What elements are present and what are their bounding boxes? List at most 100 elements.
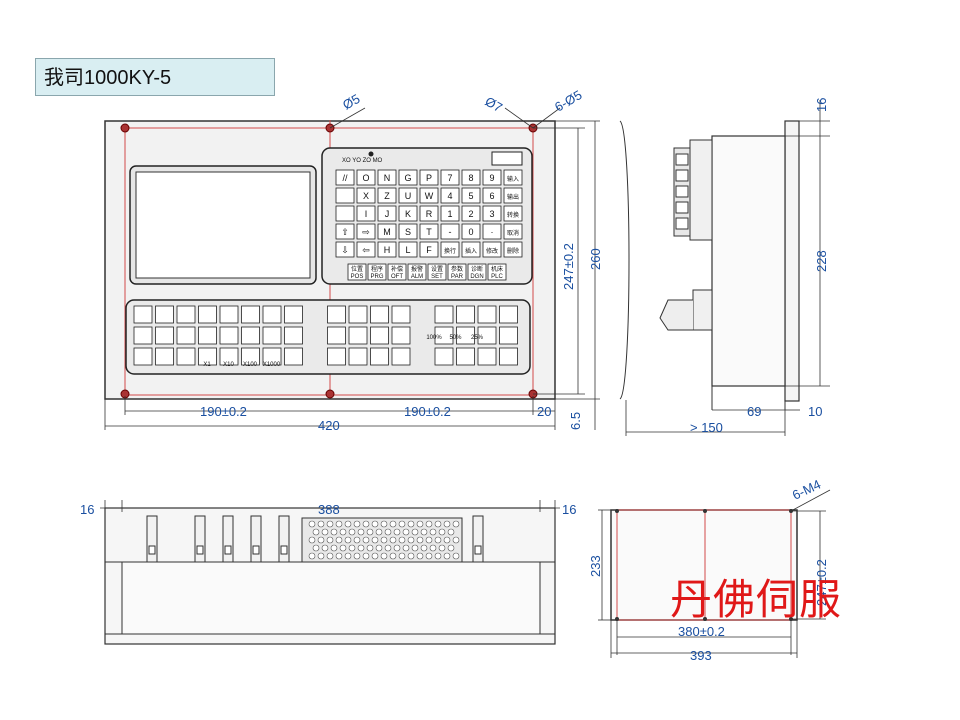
operation-key (241, 326, 260, 345)
cutout-dimensions (598, 489, 831, 658)
keypad-key-label: W (425, 191, 434, 201)
operation-key (198, 326, 217, 345)
keypad-key-label: Z (384, 191, 390, 201)
operation-key (348, 305, 368, 324)
operation-key (176, 326, 196, 345)
keypad-key (440, 187, 460, 204)
vent-hole (429, 544, 437, 552)
top-connector-latch (196, 545, 204, 555)
lcd-screen (135, 171, 311, 279)
vent-hole (416, 536, 424, 544)
top-connector-latch (280, 545, 288, 555)
vent-hole (389, 520, 397, 528)
keypad-key (356, 169, 376, 186)
vent-hole (447, 528, 455, 536)
operation-key (456, 347, 475, 366)
keypad-key (482, 187, 502, 204)
dim-cutout-380: 380±0.2 (678, 624, 725, 639)
vent-hole (344, 520, 352, 528)
keypad-key-label: 插入 (465, 247, 477, 255)
holes-6-dia-5: 6-Ø5 (552, 87, 585, 114)
vent-hole (362, 536, 370, 544)
vent-hole (326, 536, 334, 544)
vent-hole (308, 520, 316, 528)
rate-label: 50% (449, 335, 462, 341)
keypad-key (503, 187, 523, 204)
keypad-key (398, 241, 418, 258)
operation-key (176, 347, 196, 366)
dim-side-150: > 150 (690, 420, 723, 435)
keypad-key-label: J (385, 209, 390, 219)
vent-hole (389, 536, 397, 544)
vent-hole (362, 552, 370, 560)
keypad-key (356, 223, 376, 240)
model-title: 我司1000KY-5 (35, 58, 275, 96)
keypad-key (356, 241, 376, 258)
vent-hole (321, 544, 329, 552)
function-key-sublabel: PAR (451, 274, 464, 280)
vent-hole (452, 536, 460, 544)
vent-hole (371, 520, 379, 528)
keypad-key-label: O (362, 173, 369, 183)
vent-hole (393, 544, 401, 552)
vent-hole (330, 528, 338, 536)
vent-hole (398, 552, 406, 560)
keypad-key-label: 0 (468, 227, 473, 237)
keypad-key-label: 删除 (507, 247, 519, 255)
keypad-key (335, 169, 355, 186)
keypad-key (377, 187, 397, 204)
top-connector (194, 515, 206, 563)
operation-key (456, 305, 475, 324)
vent-hole (402, 528, 410, 536)
keypad-key (482, 205, 502, 222)
operation-key (348, 326, 368, 345)
keypad-key (377, 241, 397, 258)
vent-hole (339, 544, 347, 552)
keypad-key-label: 修改 (486, 247, 498, 255)
keypad-key-label: K (405, 209, 411, 219)
vent-hole (443, 536, 451, 544)
keypad-key-label: I (365, 209, 368, 219)
keypad-key-label: ⇧ (341, 227, 349, 237)
function-key-sublabel: DGN (470, 274, 483, 280)
function-key-label: 程序 (371, 265, 383, 273)
vent-hole (407, 536, 415, 544)
keypad-key-label: L (405, 245, 410, 255)
keypad-key (419, 241, 439, 258)
operation-key (198, 347, 217, 366)
keypad-key (419, 223, 439, 240)
function-key-sublabel: POS (351, 274, 364, 280)
operation-key (327, 305, 346, 324)
operation-key (133, 326, 153, 345)
operation-key (456, 326, 475, 345)
vent-hole (429, 528, 437, 536)
vent-hole (366, 528, 374, 536)
keypad-key-label: 7 (447, 173, 452, 183)
keypad-key (335, 241, 355, 258)
keypad-key (398, 187, 418, 204)
operation-key (499, 305, 518, 324)
keypad-key (398, 169, 418, 186)
operation-key (155, 347, 174, 366)
vent-hole (312, 528, 320, 536)
keypad-key-label: 换行 (444, 247, 456, 255)
vent-hole (425, 520, 433, 528)
dim-edge-20: 20 (537, 404, 551, 419)
keypad-key (440, 241, 460, 258)
function-key (487, 263, 507, 281)
vent-hole (447, 544, 455, 552)
vent-hole (452, 520, 460, 528)
top-connector-latch (148, 545, 156, 555)
keypad-key-label: 输入 (507, 175, 519, 183)
dim-top-388: 388 (318, 502, 340, 517)
keypad-key (356, 187, 376, 204)
vent-hole (357, 544, 365, 552)
keypad-key (482, 223, 502, 240)
vent-hole (407, 552, 415, 560)
operation-key (499, 347, 518, 366)
vent-hole (308, 536, 316, 544)
keypad-key (419, 205, 439, 222)
keypad-key (503, 205, 523, 222)
